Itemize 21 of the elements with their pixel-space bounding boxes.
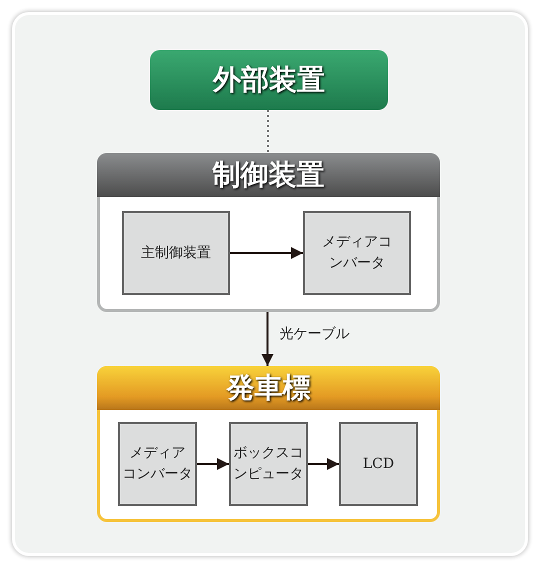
panel-title: 発車標 bbox=[97, 366, 440, 410]
arrow bbox=[262, 312, 274, 366]
process-box bbox=[118, 422, 197, 506]
node-text: メディアコンバータ bbox=[321, 233, 393, 273]
arrow bbox=[230, 247, 303, 259]
process-box bbox=[122, 211, 230, 295]
node-text: 主制御装置 bbox=[140, 244, 212, 262]
process-box bbox=[339, 422, 418, 506]
process-box bbox=[229, 422, 308, 506]
node-text: メディアコンバータ bbox=[122, 444, 192, 484]
node-text: LCD bbox=[362, 454, 394, 474]
edge-label: 光ケーブル bbox=[280, 325, 350, 343]
process-box bbox=[303, 211, 411, 295]
panel-title: 制御装置 bbox=[97, 153, 440, 197]
connector-line bbox=[267, 110, 269, 153]
group-panel bbox=[97, 366, 440, 522]
group-panel bbox=[97, 153, 440, 312]
arrow bbox=[197, 458, 229, 470]
node-text: ボックスコンピュータ bbox=[233, 444, 304, 484]
arrow bbox=[308, 458, 339, 470]
device-box: 外部装置 bbox=[150, 50, 388, 110]
